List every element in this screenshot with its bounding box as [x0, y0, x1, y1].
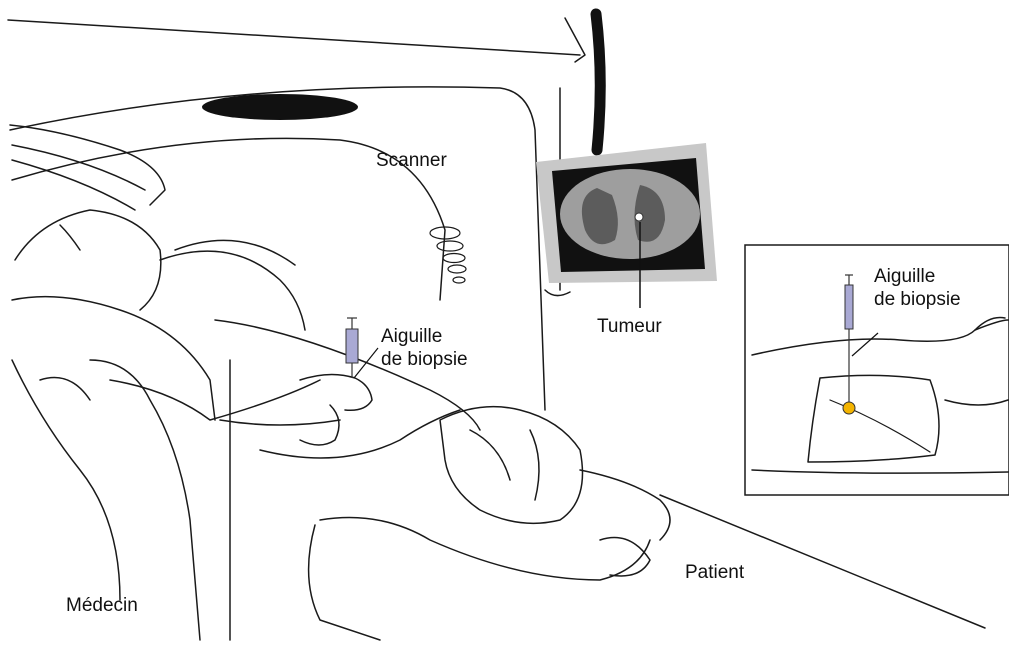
aiguille-main-label-line2: de biopsie: [381, 349, 468, 371]
scanner-label: Scanner: [376, 150, 447, 172]
ct-body-slice: [560, 169, 700, 259]
inset-tumor: [843, 402, 855, 414]
scanner-top-window: [202, 94, 358, 120]
doctor-figure: [12, 210, 372, 640]
syringe-main: [346, 318, 378, 378]
aiguille-inset-label-line1: Aiguille: [874, 266, 935, 288]
ct-tumor-spot: [635, 213, 643, 221]
syringe-inset: [845, 285, 853, 329]
ct-monitor: [536, 143, 717, 308]
scanner-gantry: [10, 87, 570, 410]
medecin-label: Médecin: [66, 595, 138, 617]
tumeur-label: Tumeur: [597, 316, 662, 338]
patient-label: Patient: [685, 562, 744, 584]
room-outline: [8, 18, 585, 62]
monitor-arm: [596, 14, 600, 150]
aiguille-main-label-line1: Aiguille: [381, 326, 442, 348]
aiguille-inset-label-line2: de biopsie: [874, 289, 961, 311]
